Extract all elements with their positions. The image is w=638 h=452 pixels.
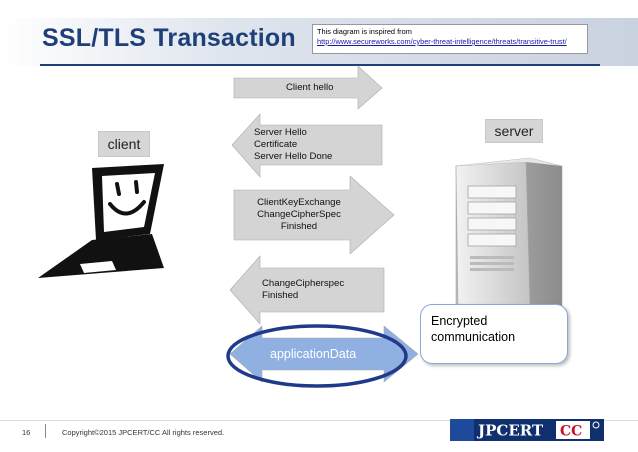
source-link[interactable]: http://www.secureworks.com/cyber-threat-… [317, 37, 567, 46]
footer-divider [45, 424, 46, 438]
arrow-client-hello [233, 65, 383, 110]
arrow-client-key-exchange [233, 175, 395, 255]
msg-line: Server Hello [254, 127, 307, 138]
arrow-server-hello [231, 113, 383, 178]
msg-line: ClientKeyExchange [257, 197, 341, 208]
msg-client-hello: Client hello [286, 82, 333, 94]
logo-cc-text: CC [560, 424, 582, 440]
application-data-label: applicationData [270, 347, 357, 361]
server-label: server [485, 119, 543, 143]
msg-line: ChangeCipherspec [262, 278, 345, 289]
msg-server-hello: Server Hello Certificate Server Hello Do… [254, 127, 332, 163]
jpcert-logo: JPCERT CC [450, 419, 604, 441]
msg-client-hello-line: Client hello [286, 82, 334, 93]
page-title: SSL/TLS Transaction [42, 24, 296, 52]
msg-line: Finished [262, 290, 299, 301]
page-number: 16 [22, 428, 31, 437]
msg-client-key-exchange: ClientKeyExchange ChangeCipherSpec Finis… [240, 197, 358, 233]
source-note-text: This diagram is inspired from [317, 27, 412, 36]
msg-change-cipherspec: ChangeCipherspec Finished [262, 278, 344, 302]
arrow-change-cipherspec [229, 255, 385, 325]
encrypted-communication-callout: Encrypted communication [420, 304, 568, 364]
callout-line: communication [431, 330, 516, 344]
encrypted-ellipse [226, 324, 408, 388]
copyright-text: Copyright©2015 JPCERT/CC All rights rese… [62, 428, 225, 437]
client-label: client [98, 131, 150, 157]
logo-jpcert-text: JPCERT [476, 422, 544, 440]
laptop-icon [38, 164, 164, 278]
msg-line: Certificate [254, 139, 298, 150]
callout-line: Encrypted [431, 314, 488, 328]
msg-line: ChangeCipherSpec [257, 209, 341, 220]
server-icon [455, 157, 563, 313]
msg-line: Finished [280, 221, 318, 232]
source-note: This diagram is inspired from http://www… [312, 24, 588, 54]
msg-line: Server Hello Done [254, 151, 333, 162]
